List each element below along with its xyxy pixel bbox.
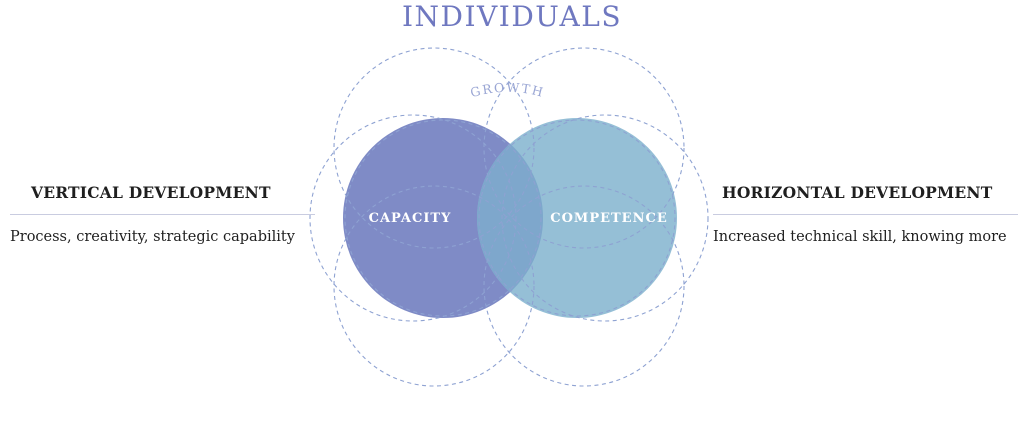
dashed-circle-lower-right <box>483 185 685 387</box>
horizontal-development-heading: HORIZONTAL DEVELOPMENT <box>722 183 993 202</box>
competence-label: COMPETENCE <box>550 211 667 226</box>
dashed-circle-lower-left <box>333 185 535 387</box>
vertical-development-description: Process, creativity, strategic capabilit… <box>10 229 295 245</box>
page-title: INDIVIDUALS <box>401 0 623 33</box>
dashed-circle-upper-left <box>333 47 535 249</box>
capacity-label: CAPACITY <box>369 211 452 226</box>
dashed-circle-competence <box>478 119 676 317</box>
left-divider <box>10 214 315 215</box>
vertical-development-heading: VERTICAL DEVELOPMENT <box>31 183 271 202</box>
dashed-circle-left <box>309 114 517 322</box>
dashed-circle-right <box>501 114 709 322</box>
right-divider <box>713 214 1018 215</box>
horizontal-development-description: Increased technical skill, knowing more <box>713 229 1007 245</box>
growth-label: GROWTH <box>469 80 547 100</box>
dashed-circle-upper-right <box>483 47 685 249</box>
